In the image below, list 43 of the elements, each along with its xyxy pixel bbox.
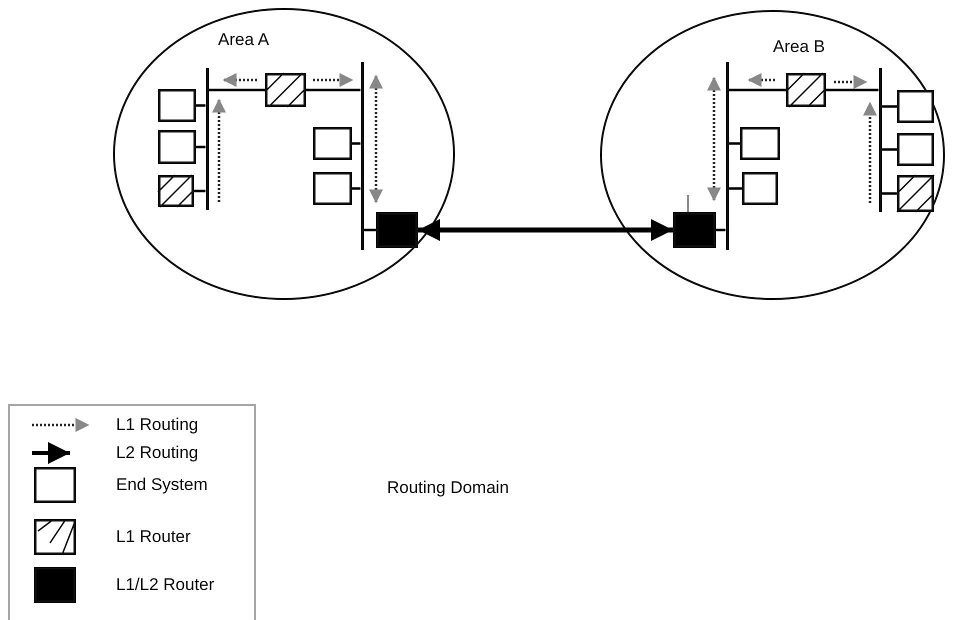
bus-line bbox=[726, 62, 728, 250]
l1-l2-router-box bbox=[376, 212, 418, 248]
link-line bbox=[826, 88, 878, 92]
area-title: Area A bbox=[218, 30, 270, 50]
end-system-box bbox=[158, 130, 196, 164]
bus-line bbox=[206, 68, 208, 210]
end-system-box bbox=[897, 90, 934, 123]
end-system-box bbox=[742, 172, 778, 205]
legend-label: L1 Router bbox=[116, 527, 191, 547]
link-line bbox=[196, 146, 206, 148]
l1-l2-router-box bbox=[673, 212, 716, 248]
l1-router-box bbox=[158, 175, 194, 207]
legend-label: L2 Routing bbox=[116, 443, 198, 463]
link-line bbox=[194, 190, 206, 192]
end-system-box bbox=[740, 127, 780, 160]
link-line bbox=[882, 148, 897, 151]
l1-router-box bbox=[786, 73, 826, 107]
link-line bbox=[306, 88, 360, 92]
end-system-box bbox=[158, 89, 196, 122]
link-line bbox=[882, 192, 897, 195]
legend-label: L1 Routing bbox=[116, 415, 198, 435]
link-line bbox=[352, 142, 360, 145]
arrow bbox=[418, 219, 673, 241]
l1-router-box bbox=[897, 175, 934, 212]
link-line bbox=[208, 88, 265, 92]
bus-line bbox=[878, 68, 882, 212]
link-line bbox=[716, 228, 726, 232]
link-line bbox=[196, 104, 206, 107]
link-line bbox=[728, 88, 786, 92]
link-line bbox=[882, 105, 897, 108]
end-system-box bbox=[313, 172, 352, 205]
link-line bbox=[364, 228, 376, 232]
link-line bbox=[728, 142, 740, 145]
bus-line bbox=[360, 62, 364, 250]
link-line bbox=[728, 187, 742, 190]
legend-label: End System bbox=[116, 475, 208, 495]
area-title: Area B bbox=[773, 37, 825, 57]
link-line bbox=[352, 187, 360, 190]
domain-label: Routing Domain bbox=[387, 478, 509, 498]
l1-router-box bbox=[265, 73, 306, 107]
end-system-box bbox=[897, 133, 934, 166]
end-system-box bbox=[313, 127, 352, 160]
legend-label: L1/L2 Router bbox=[116, 575, 214, 595]
